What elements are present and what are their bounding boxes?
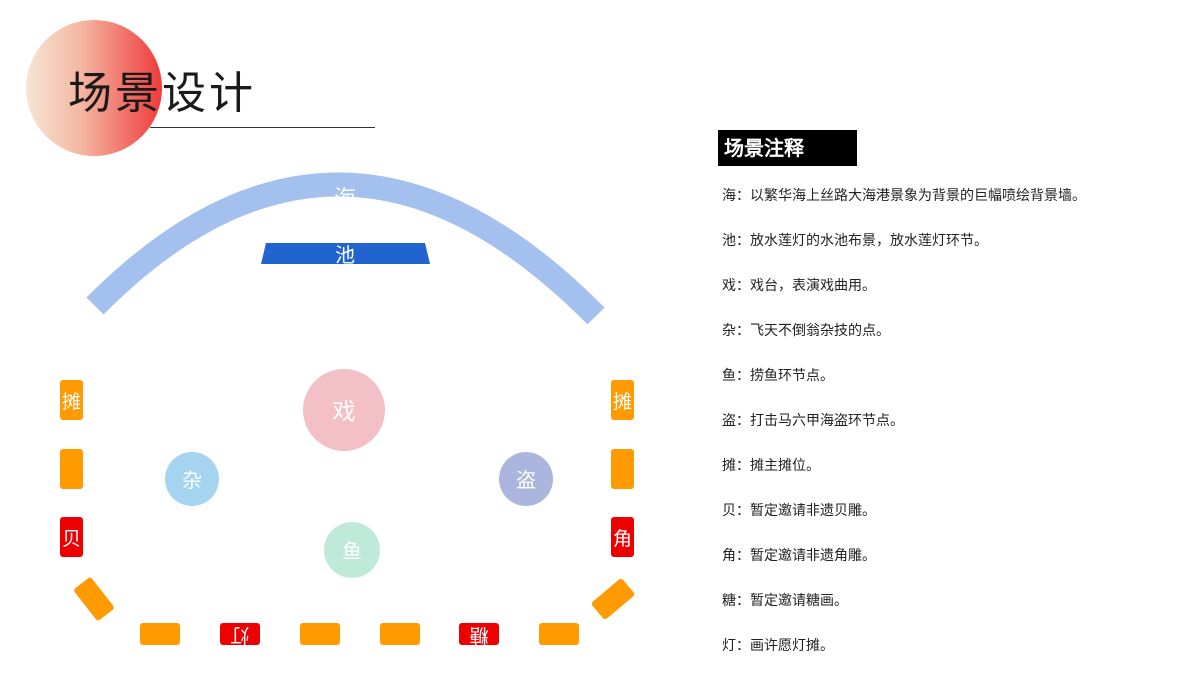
stall-corner-left — [74, 577, 114, 621]
svg-text:摊: 摊 — [62, 391, 81, 413]
sea-label: 海 — [334, 187, 356, 212]
note-item: 糖：暂定邀请糖画。 — [722, 593, 848, 609]
svg-text:灯: 灯 — [230, 624, 249, 646]
svg-text:盗: 盗 — [516, 468, 536, 492]
stall-bottom-4 — [380, 623, 420, 645]
stall-right-2 — [611, 449, 634, 489]
svg-text:贝: 贝 — [62, 528, 81, 550]
page-title: 场景设计 — [68, 68, 256, 119]
note-item: 杂：飞天不倒翁杂技的点。 — [722, 323, 890, 339]
note-item: 池：放水莲灯的水池布景，放水莲灯环节。 — [722, 233, 988, 249]
stall-tan-left: 摊 — [60, 380, 83, 420]
svg-text:戏: 戏 — [333, 399, 356, 425]
stall-bottom-1 — [140, 623, 180, 645]
stall-left-2 — [60, 449, 83, 489]
decorative-circle — [26, 20, 162, 156]
stall-bei: 贝 — [60, 517, 83, 557]
note-item: 盗：打击马六甲海盗环节点。 — [722, 413, 904, 429]
zone-yu: 鱼 — [324, 522, 380, 578]
pool-shape — [261, 243, 430, 264]
svg-text:糖: 糖 — [469, 624, 488, 646]
stall-tan-right: 摊 — [611, 380, 634, 420]
svg-text:角: 角 — [613, 528, 632, 550]
svg-text:杂: 杂 — [182, 468, 202, 492]
note-item: 贝：暂定邀请非遗贝雕。 — [722, 503, 876, 519]
svg-text:鱼: 鱼 — [342, 539, 362, 563]
stall-bottom-6 — [539, 623, 579, 645]
note-item: 角：暂定邀请非遗角雕。 — [722, 548, 876, 564]
stall-jiao: 角 — [611, 517, 634, 557]
svg-text:摊: 摊 — [613, 391, 632, 413]
stall-corner-right — [591, 578, 635, 620]
note-item: 鱼：捞鱼环节点。 — [722, 368, 834, 384]
notes-list: 海：以繁华海上丝路大海港景象为背景的巨幅喷绘背景墙。 池：放水莲灯的水池布景，放… — [722, 180, 1192, 675]
note-item: 海：以繁华海上丝路大海港景象为背景的巨幅喷绘背景墙。 — [722, 188, 1086, 204]
note-item: 灯：画许愿灯摊。 — [722, 638, 834, 654]
note-item: 摊：摊主摊位。 — [722, 458, 820, 474]
stall-bottom-3 — [300, 623, 340, 645]
stall-tang: 糖 — [459, 623, 499, 646]
note-item: 戏：戏台，表演戏曲用。 — [722, 278, 876, 294]
stall-deng: 灯 — [220, 623, 260, 646]
title-underline — [150, 127, 375, 128]
zone-za: 杂 — [165, 452, 219, 506]
scene-layout-diagram: 海 池 戏 杂 盗 鱼 摊 贝 — [60, 172, 635, 646]
sea-arc — [86, 172, 605, 325]
pool-label: 池 — [335, 243, 355, 267]
notes-heading: 场景注释 — [718, 130, 857, 166]
zone-xi: 戏 — [303, 369, 385, 451]
zone-dao: 盗 — [499, 452, 553, 506]
